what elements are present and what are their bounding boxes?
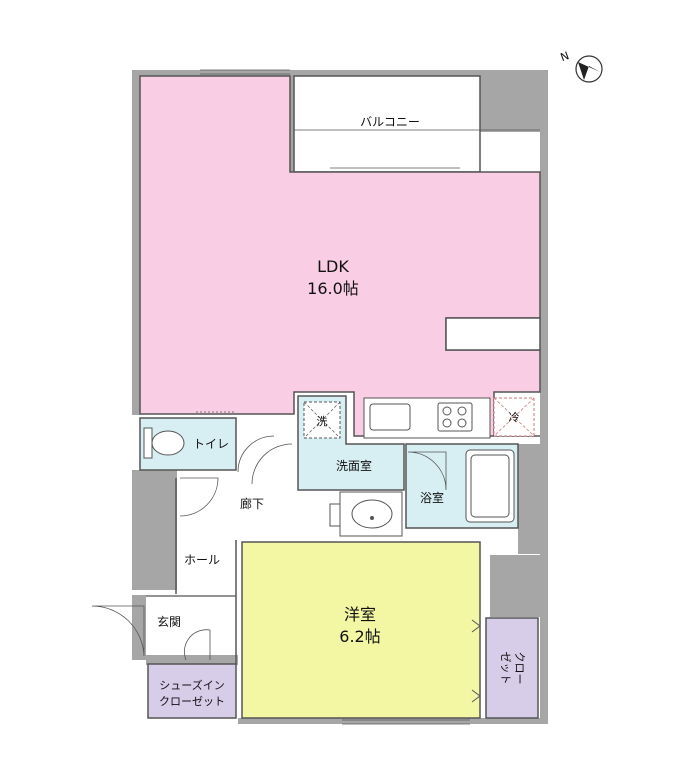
toilet-bowl-icon <box>151 430 185 456</box>
corridor-label: 廊下 <box>240 496 264 511</box>
closet-door-arrow-icon <box>471 619 481 633</box>
ldk-notch <box>445 317 541 351</box>
shoes-closet-line2: クローゼット <box>159 695 225 708</box>
western-size: 6.2帖 <box>339 627 380 646</box>
washer-label: 洗 <box>317 415 328 428</box>
washroom-label: 洗面室 <box>336 458 372 473</box>
toilet-tank <box>143 427 153 459</box>
compass-ring <box>575 55 603 83</box>
north-compass: N <box>559 49 603 83</box>
shoes-closet <box>147 663 237 719</box>
right-column-lower <box>490 555 548 617</box>
toilet-door-swing <box>237 435 275 473</box>
drain-icon <box>370 516 374 520</box>
stove-top <box>437 402 473 432</box>
bottom-wall <box>238 718 548 724</box>
burner-icon <box>457 418 467 428</box>
closet-line2: ゼット <box>499 652 512 685</box>
balcony-divider-column <box>290 76 294 172</box>
left-wall-mid <box>132 470 177 590</box>
shoes-closet-line1: シューズイン <box>159 678 224 692</box>
ldk-name: LDK <box>317 257 349 276</box>
washbasin-icon <box>351 499 393 529</box>
shoes-door-swing <box>183 629 211 661</box>
front-door-swing <box>91 605 145 657</box>
closet <box>485 617 539 719</box>
burner-icon <box>442 406 452 416</box>
western-room <box>241 541 481 719</box>
closet-door-arrow-icon <box>471 689 481 703</box>
ldk-size: 16.0帖 <box>307 279 359 298</box>
bath-door-swing <box>407 451 447 491</box>
burner-icon <box>457 406 467 416</box>
hall-door-swing <box>179 477 219 517</box>
bathtub-inner <box>470 454 510 518</box>
closet-line1: クロー <box>513 652 526 685</box>
left-wall-upper <box>132 70 140 415</box>
balcony-area <box>293 75 481 173</box>
fridge-label: 冷 <box>509 411 520 424</box>
balcony-label: バルコニー <box>360 115 420 129</box>
western-name: 洋室 <box>344 605 376 624</box>
burner-icon <box>442 418 452 428</box>
right-column-mid <box>518 444 548 554</box>
closet-label: クロー ゼット <box>499 652 526 685</box>
toilet-label: トイレ <box>193 437 229 451</box>
compass-arrow-icon <box>578 62 600 80</box>
kitchen-sink <box>369 403 411 431</box>
corridor-door-swing <box>251 443 293 485</box>
ldk-room <box>139 75 541 437</box>
bath-label: 浴室 <box>420 490 444 505</box>
top-wall <box>132 70 542 76</box>
window-marks <box>196 69 470 725</box>
fridge-cross <box>493 397 535 437</box>
entrance-label: 玄関 <box>157 614 181 629</box>
bottom-left-wall <box>146 655 238 665</box>
balcony-right-column <box>480 70 542 132</box>
north-letter: N <box>559 49 571 64</box>
right-wall <box>540 70 548 722</box>
washer-cross <box>303 401 341 439</box>
hall-label: ホール <box>184 553 220 567</box>
vanity-shelf <box>329 503 341 527</box>
